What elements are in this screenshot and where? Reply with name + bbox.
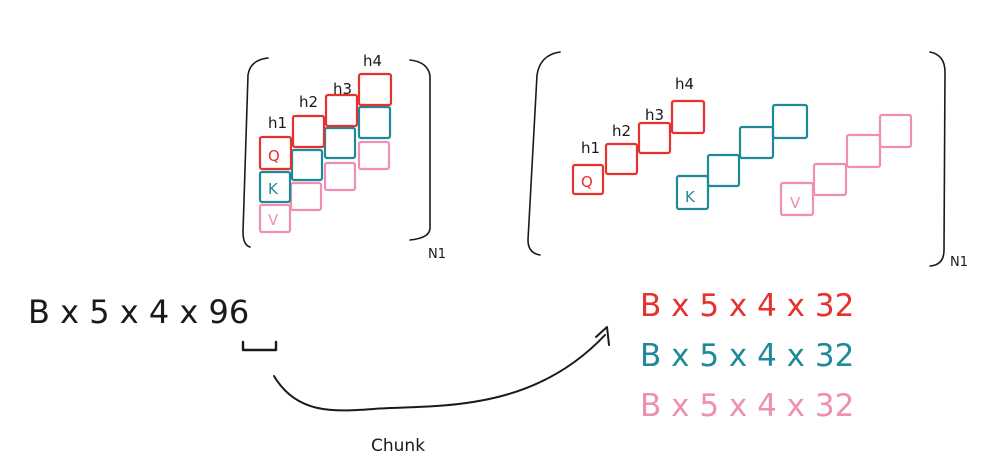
q-output-shape: B x 5 x 4 x 32 [640, 288, 854, 324]
left-dim-label: N1 [428, 247, 446, 262]
left-head-label-2: h2 [299, 93, 318, 111]
left-close-bracket [409, 59, 431, 241]
left-v-label: V [268, 211, 279, 229]
input-shape-formula: B x 5 x 4 x 96 [28, 293, 249, 331]
left-head-label-1: h1 [268, 114, 287, 132]
right-q-row [571, 99, 706, 196]
left-v-row [258, 140, 391, 234]
left-q-row [258, 72, 393, 171]
underbrace-96 [241, 340, 278, 352]
left-block [242, 57, 431, 248]
right-head-label-1: h1 [581, 139, 600, 157]
left-q-label: Q [268, 147, 280, 165]
right-head-label-2: h2 [612, 122, 631, 140]
k-output-shape: B x 5 x 4 x 32 [640, 338, 854, 374]
right-q-label: Q [581, 173, 593, 191]
right-close-bracket [929, 51, 946, 267]
left-k-label: K [268, 180, 279, 198]
chunk-arrowhead [595, 326, 610, 346]
chunk-arrow [273, 334, 606, 412]
left-head-label-3: h3 [333, 80, 352, 98]
chunk-label: Chunk [371, 436, 425, 456]
right-k-label: K [685, 188, 696, 206]
right-head-label-3: h3 [645, 106, 664, 124]
left-head-label-4: h4 [363, 52, 382, 70]
left-open-bracket [242, 57, 269, 248]
right-head-label-4: h4 [675, 75, 694, 93]
right-v-row [779, 113, 913, 217]
right-dim-label: N1 [950, 255, 968, 270]
right-block [527, 51, 946, 267]
right-open-bracket [527, 51, 561, 256]
v-output-shape: B x 5 x 4 x 32 [640, 388, 854, 424]
right-v-label: V [790, 194, 801, 212]
right-k-row [675, 103, 809, 211]
